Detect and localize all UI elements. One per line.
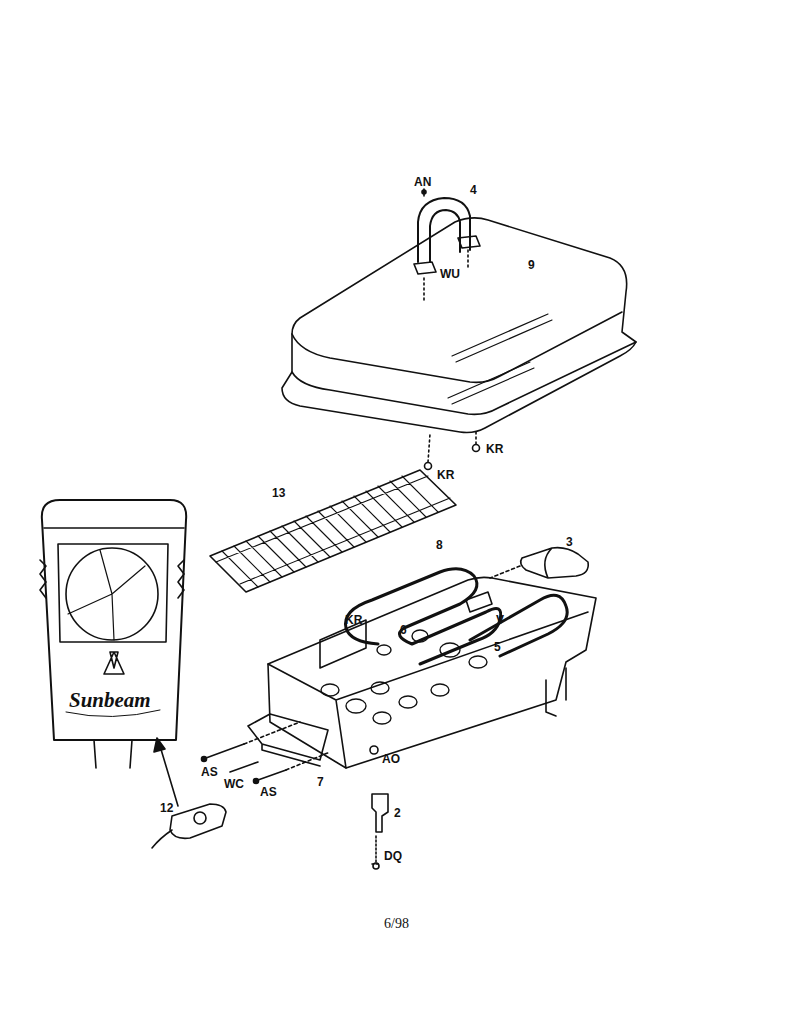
lid-rim [292,342,636,414]
screw-head [254,779,259,784]
part-code: DQ [384,850,402,862]
part-code: V [496,614,504,626]
callout-number: 9 [528,259,535,271]
heating-element [346,569,501,664]
dial-pointer [104,652,124,674]
part-code: AS [260,786,277,798]
heating-element-2 [470,595,567,656]
lid-vents [448,314,552,404]
grill-rack [210,470,456,592]
callout-number: 3 [566,536,573,548]
controller-probe [94,740,132,768]
callout-number: 13 [272,487,285,499]
clip [466,592,492,612]
callout-number: 5 [494,641,501,653]
part-code: KR [345,614,362,626]
side-handle [521,548,589,578]
handle-screw [424,186,468,302]
base-housing [268,577,596,768]
screws [206,744,286,780]
date-code: 6/98 [384,917,409,931]
control-bracket [320,620,366,668]
bushing [370,746,378,754]
part-code: AS [201,766,218,778]
callout-number: 7 [317,776,324,788]
rack-bars [216,476,450,587]
cord [152,830,172,848]
small-dial [194,812,206,824]
screw [422,190,426,194]
dial-marks [68,550,145,640]
callout-number: 4 [470,184,477,196]
controller-band [44,527,184,529]
nut [425,463,432,470]
dial-panel [58,544,168,642]
terminals [321,630,487,724]
screw-head [373,863,379,869]
leader [428,430,476,462]
part-code: KR [437,469,454,481]
small-controller [170,804,226,838]
callout-number: 8 [436,539,443,551]
callout-number: 2 [394,807,401,819]
screw-head [202,757,207,762]
base-legs [546,668,566,716]
leg-bracket [372,794,388,832]
leader [490,566,520,578]
part-code: KR [486,443,503,455]
nut [473,445,480,452]
part-code: WC [224,778,244,790]
leader [244,722,330,770]
screw-dq [372,836,380,864]
part-code: AO [382,753,400,765]
controller-body [42,500,186,740]
callout-number: 6 [400,624,407,636]
lid-handle [418,198,470,262]
callout-number: 12 [160,802,173,814]
part-code: WU [440,268,460,280]
brand-logo: Sunbeam [69,690,151,711]
part-code: AN [414,176,431,188]
arrow-shaft [160,746,178,806]
dial [66,548,158,640]
arrow-head [154,738,165,752]
base-rim [268,612,588,768]
